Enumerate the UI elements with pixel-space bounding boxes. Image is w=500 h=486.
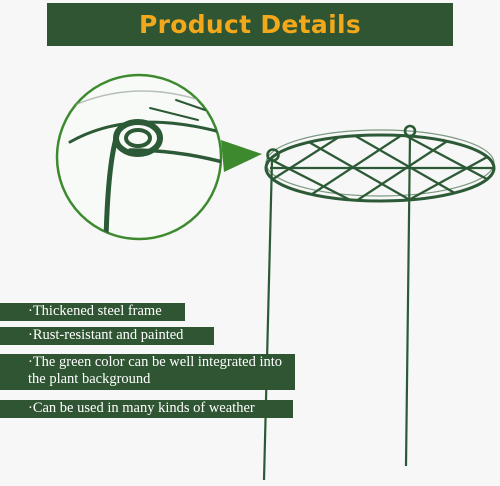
banner-title: Product Details [138,10,362,39]
feature-item: ·Can be used in many kinds of weather [0,400,293,418]
zoom-detail [55,73,223,241]
feature-item: ·Thickened steel frame [0,303,185,321]
feature-text: ·Rust-resistant and painted [28,327,184,343]
feature-item: ·The green color can be well integrated … [0,354,295,390]
title-banner: Product Details [47,3,453,46]
feature-text: ·Thickened steel frame [28,303,162,319]
feature-text: ·The green color can be well integrated … [28,354,283,387]
feature-text: ·Can be used in many kinds of weather [28,400,255,416]
feature-item: ·Rust-resistant and painted [0,327,214,345]
product-support [262,124,496,481]
callout-pointer [221,140,262,172]
